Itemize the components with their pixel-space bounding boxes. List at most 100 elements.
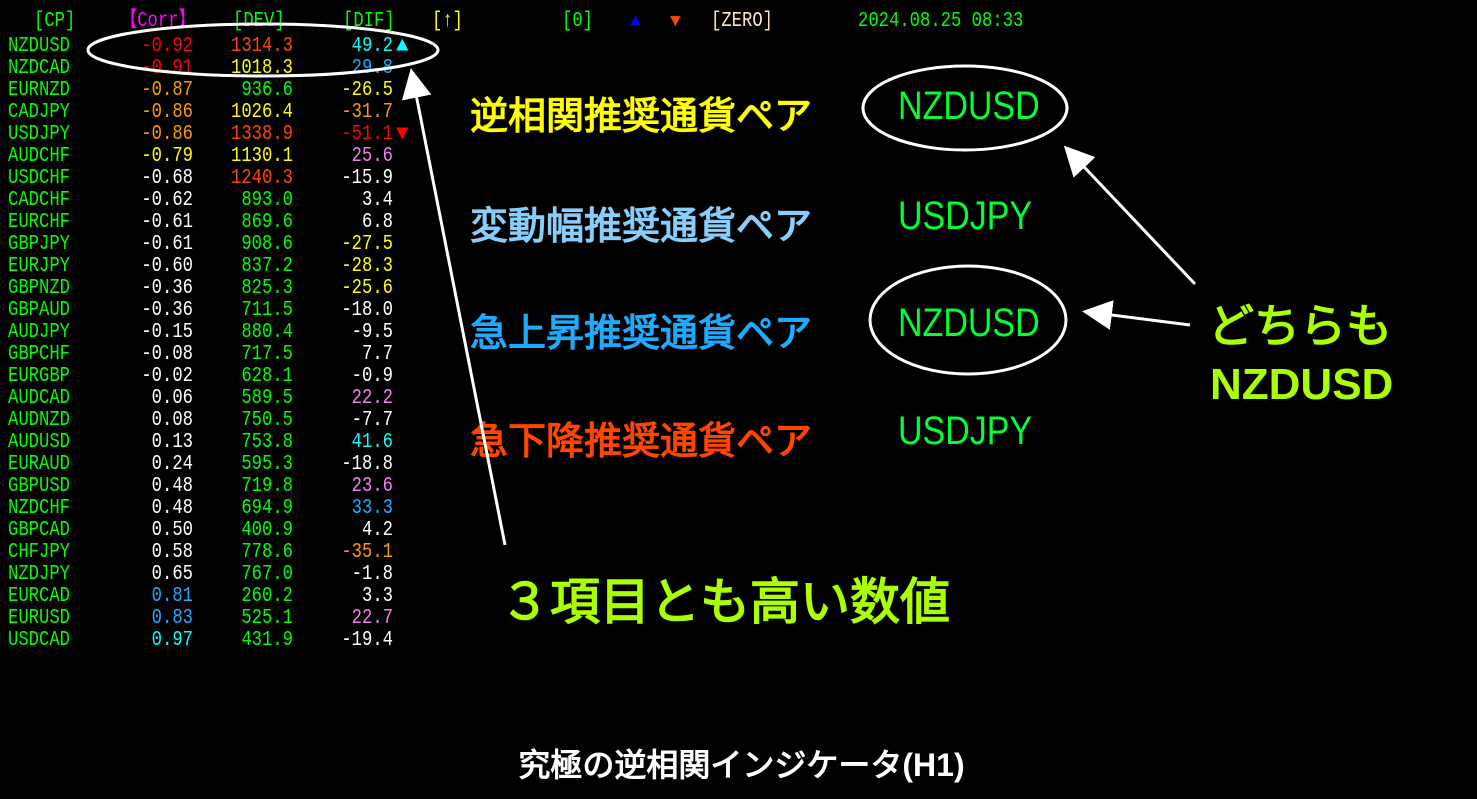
pair-name: EURUSD [8,607,71,630]
arrow-to-surge [1082,300,1191,330]
corr-value: -0.86 [141,123,193,146]
corr-value: 0.58 [151,541,193,564]
corr-value: 0.65 [151,563,193,586]
dev-value: 908.6 [241,233,293,256]
corr-value: 0.24 [151,453,193,476]
dif-value: 6.8 [361,211,393,234]
dif-value: -15.9 [341,167,393,190]
dev-value: 753.8 [241,431,293,454]
dif-value: -27.5 [341,233,393,256]
pair-name: NZDUSD [8,35,71,58]
pair-name: CHFJPY [8,541,71,564]
dev-value: 1240.3 [230,167,293,190]
rec-value-range: USDJPY [898,194,1033,238]
pair-name: AUDCAD [8,387,71,410]
header-zero: [ZERO] [711,10,774,33]
dev-value: 431.9 [241,629,293,652]
pair-name: AUDJPY [8,321,71,344]
note-both-pair: NZDUSD [1210,360,1394,409]
dif-value: -51.1 [341,123,393,146]
dif-value: -9.5 [351,321,393,344]
corr-value: 0.50 [151,519,193,542]
corr-value: 0.06 [151,387,193,410]
dev-value: 719.8 [241,475,293,498]
corr-value: 0.13 [151,431,193,454]
dev-value: 711.5 [241,299,293,322]
dev-value: 717.5 [241,343,293,366]
corr-value: 0.48 [151,475,193,498]
dev-value: 778.6 [241,541,293,564]
header-zero-count: [0] [562,10,594,33]
pair-name: AUDUSD [8,431,71,454]
pair-name: NZDCHF [8,497,71,520]
corr-value: -0.79 [141,145,193,168]
rec-label-drop: 急下降推奨通貨ペア [470,421,813,463]
dif-value: -7.7 [351,409,393,432]
dev-value: 589.5 [241,387,293,410]
dif-value: -18.8 [341,453,393,476]
pair-name: GBPUSD [8,475,71,498]
arrow-to-correlation [1063,145,1197,286]
corr-value: 0.97 [151,629,193,652]
corr-value: -0.61 [141,233,193,256]
dev-value: 694.9 [241,497,293,520]
pair-name: EURCAD [8,585,71,608]
pair-name: EURGBP [8,365,71,388]
pair-name: EURJPY [8,255,71,278]
pair-name: CADCHF [8,189,71,212]
arrow-to-row [401,68,507,546]
dif-value: 3.3 [361,585,393,608]
pair-name: USDCHF [8,167,71,190]
dif-value: 4.2 [361,519,393,542]
dev-value: 260.2 [241,585,293,608]
header-datetime: 2024.08.25 08:33 [858,10,1024,33]
dev-value: 525.1 [241,607,293,630]
dev-value: 595.3 [241,453,293,476]
dev-value: 628.1 [241,365,293,388]
corr-value: -0.08 [141,343,193,366]
dev-value: 936.6 [241,79,293,102]
dif-value: -18.0 [341,299,393,322]
rec-value-drop: USDJPY [898,409,1033,453]
highlight-ellipse-row [86,22,440,78]
dif-value: 22.2 [351,387,393,410]
corr-value: -0.92 [141,35,193,58]
note-three-items: ３項目とも高い数値 [500,574,950,630]
dev-value: 869.6 [241,211,293,234]
header-arrow: [↑] [432,10,464,33]
corr-value: 0.08 [151,409,193,432]
corr-value: 0.48 [151,497,193,520]
dev-value: 837.2 [241,255,293,278]
pair-name: GBPCAD [8,519,71,542]
dif-value: 33.3 [351,497,393,520]
highlight-ellipse-surge [868,264,1068,376]
corr-value: -0.36 [141,277,193,300]
dev-value: 880.4 [241,321,293,344]
dif-value: 23.6 [351,475,393,498]
dev-value: 893.0 [241,189,293,212]
corr-value: -0.15 [141,321,193,344]
pair-name: EURNZD [8,79,71,102]
dev-value: 767.0 [241,563,293,586]
note-both: どちらも [1208,300,1392,352]
pair-name: NZDJPY [8,563,71,586]
corr-value: -0.60 [141,255,193,278]
rec-label-correlation: 逆相関推奨通貨ペア [470,96,813,138]
highlight-ellipse-correlation [861,64,1069,152]
rec-value-surge: NZDUSD [898,301,1040,345]
dev-value: 1026.4 [230,101,293,124]
pair-name: USDCAD [8,629,71,652]
up-triangle-icon: ▲ [396,35,409,58]
dev-value: 1314.3 [230,35,293,58]
dif-value: -35.1 [341,541,393,564]
header-dev: [DEV] [233,10,285,33]
corr-value: 0.83 [151,607,193,630]
dif-value: 49.2 [351,35,393,58]
corr-value: -0.86 [141,101,193,124]
pair-name: AUDNZD [8,409,71,432]
pair-name: GBPCHF [8,343,71,366]
pair-name: NZDCAD [8,57,71,80]
pair-name: GBPJPY [8,233,71,256]
caption-text: 究極の逆相関インジケータ(H1) [518,747,965,783]
